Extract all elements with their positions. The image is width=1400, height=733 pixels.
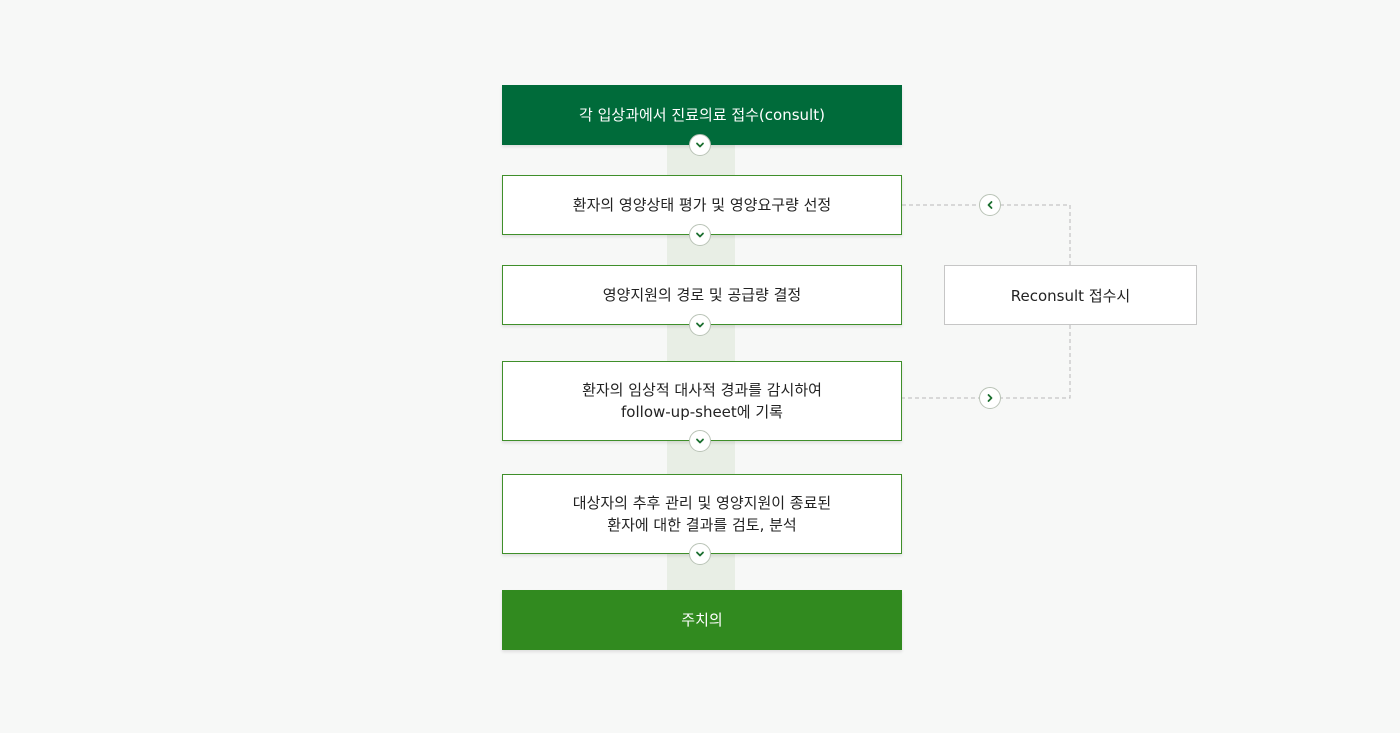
- reconsult-box: Reconsult 접수시: [944, 265, 1197, 325]
- reconsult-label: Reconsult 접수시: [1010, 286, 1131, 305]
- step-line: 환자의 임상적 대사적 경과를 감시하여: [582, 381, 822, 399]
- step-line: follow-up-sheet에 기록: [621, 403, 783, 421]
- chevron-down-icon: [689, 314, 711, 336]
- step-follow-up-review-text: 대상자의 추후 관리 및 영양지원이 종료된 환자에 대한 결과를 검토, 분석: [573, 492, 831, 536]
- step-line: 환자의 영양상태 평가 및 영양요구량 선정: [572, 196, 832, 214]
- step-line: 영양지원의 경로 및 공급량 결정: [602, 286, 802, 304]
- chevron-down-icon: [689, 543, 711, 565]
- step-line: 주치의: [681, 611, 723, 629]
- step-line: 환자에 대한 결과를 검토, 분석: [607, 516, 797, 534]
- step-line: 각 입상과에서 진료의료 접수(consult): [579, 106, 825, 124]
- step-line: 대상자의 추후 관리 및 영양지원이 종료된: [572, 494, 832, 512]
- chevron-left-icon: [979, 194, 1001, 216]
- chevron-down-icon: [689, 430, 711, 452]
- step-attending-physician: 주치의: [502, 590, 902, 650]
- chevron-right-icon: [979, 387, 1001, 409]
- step-consult-reception: 각 입상과에서 진료의료 접수(consult): [502, 85, 902, 145]
- step-attending-physician-text: 주치의: [681, 609, 722, 631]
- step-monitoring: 환자의 임상적 대사적 경과를 감시하여 follow-up-sheet에 기록: [502, 361, 902, 441]
- step-support-route-text: 영양지원의 경로 및 공급량 결정: [603, 284, 801, 306]
- step-follow-up-review: 대상자의 추후 관리 및 영양지원이 종료된 환자에 대한 결과를 검토, 분석: [502, 474, 902, 554]
- chevron-down-icon: [689, 134, 711, 156]
- step-monitoring-text: 환자의 임상적 대사적 경과를 감시하여 follow-up-sheet에 기록: [582, 379, 822, 423]
- step-nutrition-assessment-text: 환자의 영양상태 평가 및 영양요구량 선정: [573, 194, 831, 216]
- chevron-down-icon: [689, 224, 711, 246]
- step-consult-reception-text: 각 입상과에서 진료의료 접수(consult): [579, 104, 825, 126]
